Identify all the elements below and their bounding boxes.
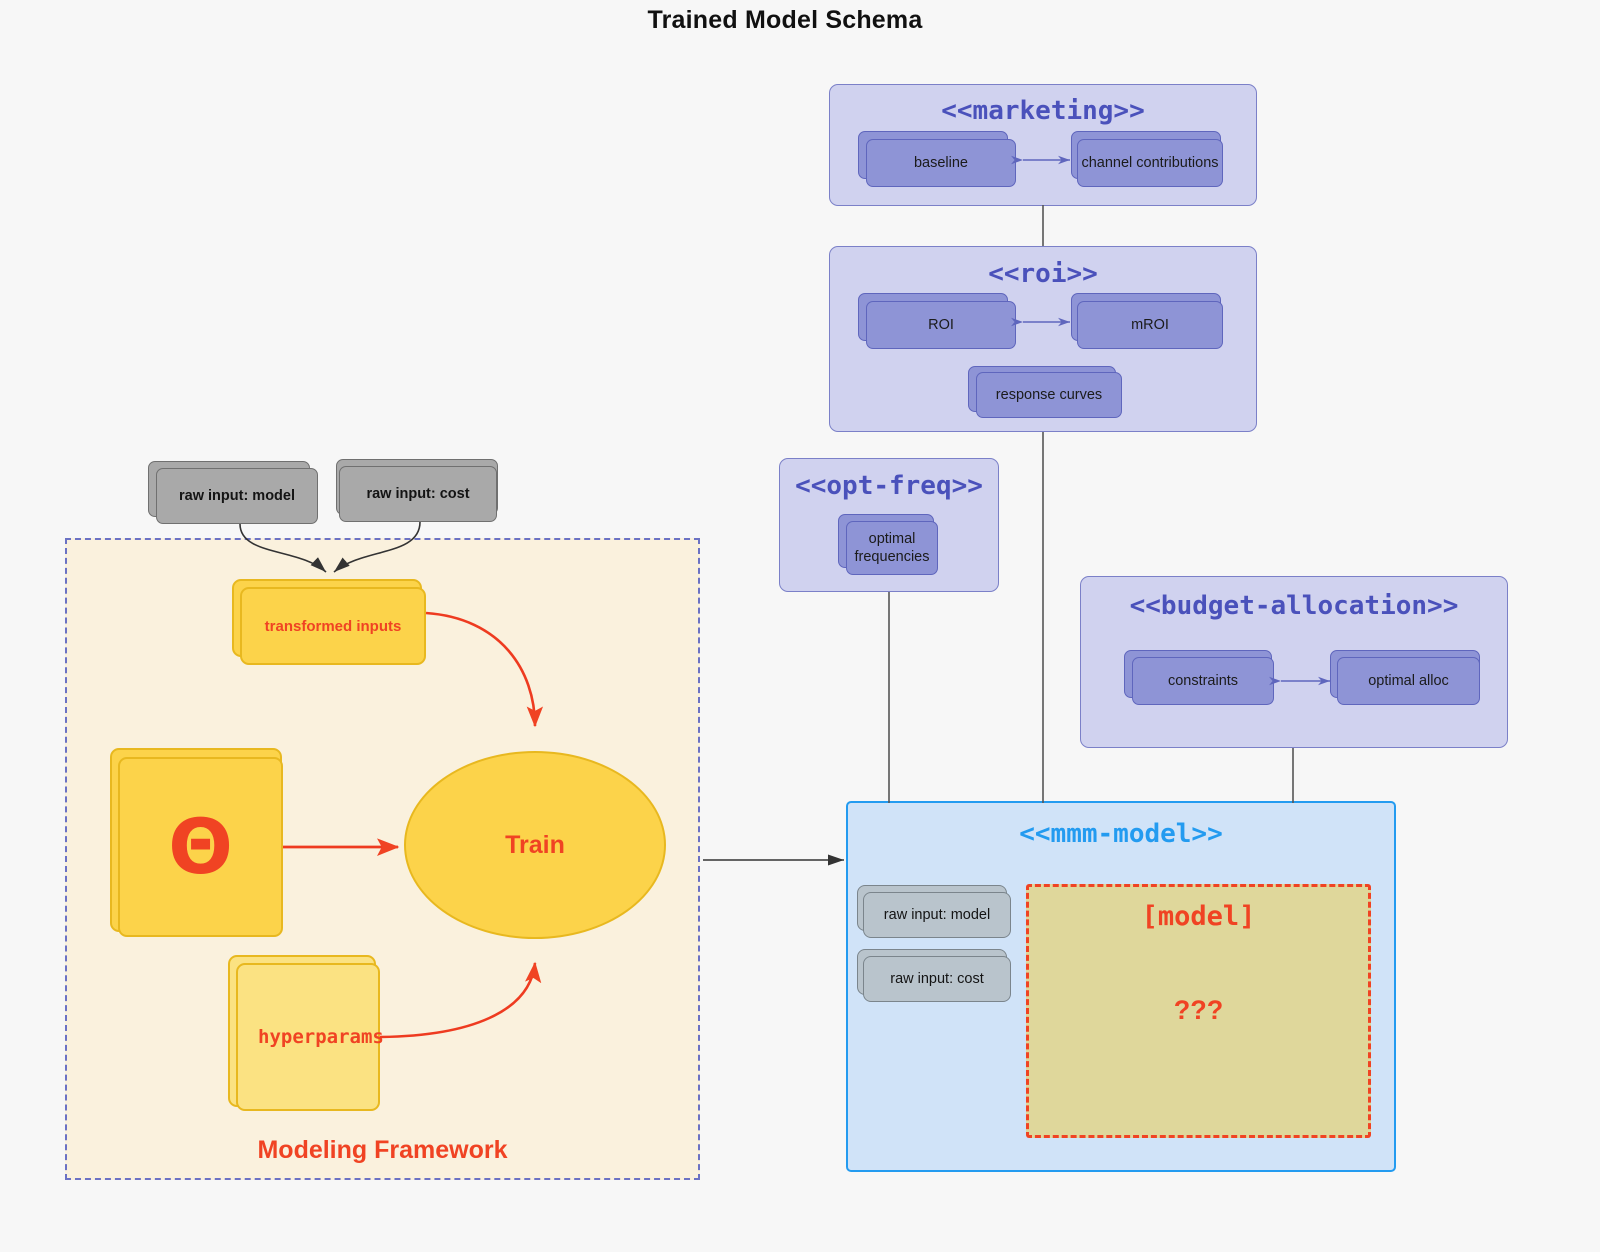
package-marketing-title: <<marketing>> — [941, 96, 1145, 126]
package-mmm-model-title: <<mmm-model>> — [1019, 819, 1223, 849]
node-transformed-inputs[interactable]: transformed inputs — [240, 587, 426, 665]
model-box-title: [model] — [1141, 901, 1256, 932]
node-constraints[interactable]: constraints — [1132, 657, 1274, 705]
node-raw-input-cost[interactable]: raw input: cost — [339, 466, 497, 522]
node-optimal-frequencies-line1: optimal — [868, 530, 916, 547]
node-theta[interactable]: Θ — [118, 757, 283, 937]
node-mmm-raw-input-model[interactable]: raw input: model — [863, 892, 1011, 938]
node-optimal-alloc-label: optimal alloc — [1368, 673, 1449, 689]
node-optimal-frequencies[interactable]: optimal frequencies — [846, 521, 938, 575]
node-roi-label: ROI — [928, 317, 954, 333]
node-roi[interactable]: ROI — [866, 301, 1016, 349]
node-optimal-frequencies-line2: frequencies — [854, 549, 930, 565]
node-channel-contributions-label: channel contributions — [1081, 155, 1219, 171]
node-raw-input-cost-label: raw input: cost — [366, 486, 470, 502]
package-roi-title: <<roi>> — [988, 259, 1098, 289]
node-response-curves-label: response curves — [995, 387, 1103, 403]
package-opt-freq-title: <<opt-freq>> — [795, 471, 983, 501]
node-raw-input-model-label: raw input: model — [179, 488, 295, 504]
model-box[interactable]: [model] ??? — [1026, 884, 1371, 1138]
page-title: Trained Model Schema — [647, 6, 923, 34]
node-mmm-raw-input-model-label: raw input: model — [883, 907, 991, 923]
node-optimal-frequencies-label: optimal frequencies — [855, 530, 930, 566]
package-budget-allocation-title: <<budget-allocation>> — [1129, 591, 1459, 621]
node-raw-input-model[interactable]: raw input: model — [156, 468, 318, 524]
node-mmm-raw-input-cost[interactable]: raw input: cost — [863, 956, 1011, 1002]
node-channel-contributions[interactable]: channel contributions — [1077, 139, 1223, 187]
node-baseline-label: baseline — [913, 155, 968, 171]
node-optimal-alloc[interactable]: optimal alloc — [1337, 657, 1480, 705]
theta-glyph: Θ — [168, 802, 233, 891]
train-ellipse[interactable]: Train — [404, 751, 666, 939]
node-hyperparams[interactable]: hyperparams — [236, 963, 384, 1111]
node-hyperparams-label: hyperparams — [258, 1026, 384, 1048]
train-label: Train — [505, 830, 565, 859]
node-mroi[interactable]: mROI — [1077, 301, 1223, 349]
modeling-framework-label: Modeling Framework — [257, 1136, 508, 1164]
node-response-curves[interactable]: response curves — [976, 372, 1122, 418]
node-baseline[interactable]: baseline — [866, 139, 1016, 187]
node-mroi-label: mROI — [1131, 317, 1169, 333]
node-mmm-raw-input-cost-label: raw input: cost — [890, 971, 984, 987]
model-box-unknown: ??? — [1173, 995, 1224, 1025]
node-constraints-label: constraints — [1167, 673, 1239, 689]
node-transformed-inputs-label: transformed inputs — [264, 617, 402, 635]
